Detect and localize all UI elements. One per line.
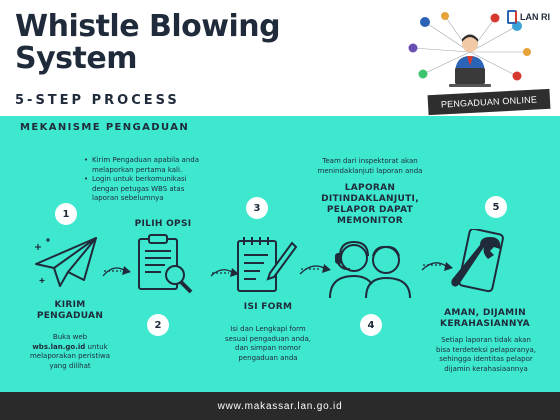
title-line-2: System [15, 41, 137, 76]
step-4-label-line-4: MEMONITOR [336, 216, 403, 226]
step-4-desc-line-1: Team dari inspektorat akan [322, 157, 418, 165]
logo-text: LAN RI [520, 12, 550, 22]
title-line-1: Whistle Blowing [15, 9, 281, 44]
step-3-label: ISI FORM [243, 302, 293, 312]
step-4-label: LAPORAN DITINDAKLANJUTI, PELAPOR DAPAT M… [318, 183, 422, 227]
subtitle: 5-STEP PROCESS [15, 93, 180, 108]
step-1-desc-line-3: melaporakan peristiwa [29, 352, 111, 360]
step-5-label-line-1: AMAN, DIJAMIN [444, 308, 526, 318]
page-title: Whistle Blowing System [15, 9, 281, 76]
step-5-label-line-2: KERAHASIANNYA [440, 319, 530, 329]
step-5-desc-line-2: bisa terdeteksi pelaporanya, [436, 345, 536, 354]
step-1-desc-line-1: Buka web [52, 333, 88, 341]
step-3-number: 3 [246, 197, 268, 219]
step-2-bullet-2-line-3: laporan sebelumnya [92, 194, 164, 202]
people-headset-icon [329, 240, 411, 299]
paper-plane-icon [35, 237, 97, 287]
step-4-description: Team dari inspektorat akan menindaklanju… [305, 157, 435, 176]
phone-wrench-icon [451, 229, 504, 293]
step-5-description: Setiap laporan tidak akan bisa terdeteks… [420, 336, 552, 374]
step-5-label: AMAN, DIJAMIN KERAHASIANNYA [430, 308, 540, 330]
clipboard-search-icon [138, 234, 193, 294]
step-3-description: Isi dan Lengkapi form sesuai pengaduan a… [198, 325, 338, 363]
step-5-number: 5 [485, 196, 507, 218]
step-2-number: 2 [147, 314, 169, 336]
step-5-desc-line-3: sehingga identitas pelapor [439, 355, 533, 363]
step-1-description: Buka web wbs.lan.go.id untuk melaporakan… [10, 333, 130, 371]
step-2-bullet-2: Login untuk berkomunikasi dengan petugas… [80, 175, 230, 204]
step-4-desc-line-2: menindaklanjuti laporan anda [317, 166, 423, 175]
step-3-desc-line-4: pengaduan anda [238, 353, 298, 362]
logo-mark-icon [507, 10, 517, 24]
step-1-desc-line-4: yang dilihat [49, 361, 91, 370]
step-4-label-line-2: DITINDAKLANJUTI, [321, 194, 419, 204]
banner-text: PENGADUAN ONLINE [440, 94, 538, 110]
step-2-bullet-1-line-1: Kirim Pengaduan apabila anda [92, 156, 200, 164]
step-1-desc-after: untuk [85, 342, 108, 351]
step-2-label: PILIH OPSI [134, 219, 192, 229]
header: Whistle Blowing System 5-STEP PROCESS LA… [0, 0, 560, 116]
form-pencil-icon [237, 237, 298, 292]
step-arrows [102, 262, 453, 277]
lan-ri-logo: LAN RI [507, 10, 550, 24]
step-1-desc-line-2: wbs.lan.go.id untuk [10, 343, 130, 353]
step-5-desc-line-1: Setiap laporan tidak akan [441, 336, 531, 344]
step-4-number: 4 [360, 314, 382, 336]
step-3-desc-line-3: dan simpan nomor [235, 344, 301, 352]
step-1-number: 1 [55, 203, 77, 225]
step-3-desc-line-1: Isi dan Lengkapi form [230, 325, 306, 333]
step-1-website[interactable]: wbs.lan.go.id [32, 342, 86, 351]
step-4-label-line-3: PELAPOR DAPAT [326, 205, 414, 215]
step-3-desc-line-2: sesuai pengaduan anda, [225, 334, 311, 343]
online-reporting-illustration [408, 12, 531, 87]
step-1-label: KIRIM PENGADUAN [25, 300, 115, 322]
step-2-bullet-1: Kirim Pengaduan apabila anda melaporkan … [80, 156, 230, 175]
step-2-bullet-2-line-1: Login untuk berkomunikasi [92, 175, 187, 183]
step-1-label-line-2: PENGADUAN [36, 311, 104, 321]
step-2-bullet-2-line-2: dengan petugas WBS atas [92, 184, 185, 193]
step-2-bullet-1-line-2: melaporkan pertama kali. [92, 165, 183, 174]
step-1-label-line-1: KIRIM [54, 300, 86, 310]
footer-website-link[interactable]: www.makassar.lan.go.id [217, 400, 343, 412]
step-2-options: Kirim Pengaduan apabila anda melaporkan … [80, 156, 230, 204]
section-title: MEKANISME PENGADUAN [20, 122, 190, 133]
step-5-desc-line-4: dijamin kerahasiaannya [444, 364, 528, 373]
footer: www.makassar.lan.go.id [0, 392, 560, 420]
step-4-label-line-1: LAPORAN [344, 183, 396, 193]
